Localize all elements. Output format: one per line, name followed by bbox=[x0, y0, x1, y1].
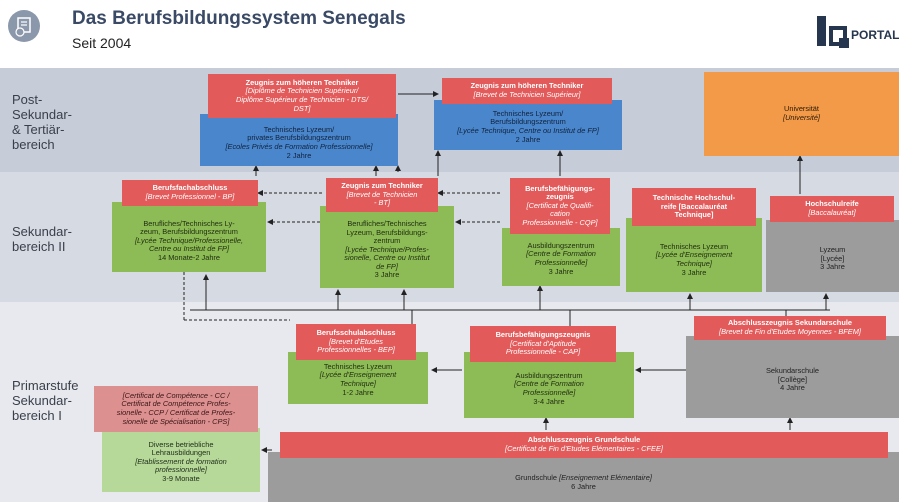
header: Das Berufsbildungssystem Senegals Seit 2… bbox=[0, 0, 899, 64]
box-grundschule: Grundschule [Enseignement Elémentaire] 6… bbox=[268, 452, 899, 502]
box-bep-lyzeum: Technisches Lyzeum [Lycée d'Enseignement… bbox=[288, 352, 428, 404]
page-title: Das Berufsbildungssystem Senegals bbox=[72, 8, 406, 29]
badge-cfee: Abschlusszeugnis Grundschule [Certificat… bbox=[280, 432, 888, 458]
bq-portal-logo: PORTAL bbox=[815, 14, 899, 50]
box-cap-zentrum: Ausbildungszentrum [Centre de Formation … bbox=[464, 352, 634, 418]
badge-cc-ccp-cps: [Certificat de Compétence - CC / Certifi… bbox=[94, 386, 258, 432]
level-label-sek2: Sekundar- bereich II bbox=[12, 224, 72, 254]
level-label-post: Post- Sekundar- & Tertiär- bereich bbox=[12, 92, 72, 152]
box-cqp-zentrum: Ausbildungszentrum [Centre de Formation … bbox=[502, 228, 620, 286]
box-privat-lyzeum: Technisches Lyzeum/ privates Berufsbildu… bbox=[200, 114, 398, 166]
box-bac-technique: Technisches Lyzeum [Lycée d'Enseignement… bbox=[626, 218, 762, 292]
page-subtitle: Seit 2004 bbox=[72, 35, 132, 51]
box-bt-lyzeum: Berufliches/Technisches Lyzeum, Berufsbi… bbox=[320, 206, 454, 288]
level-label-prim: Primarstufe Sekundar- bereich I bbox=[12, 378, 79, 423]
badge-bac: Hochschulreife [Baccalauréat] bbox=[770, 196, 894, 222]
box-bp-lyzeum: Berufliches/Technisches Ly- zeum, Berufs… bbox=[112, 202, 266, 272]
badge-bts: Zeugnis zum höheren Techniker [Brevet de… bbox=[442, 78, 612, 104]
box-lyzeum-fp: Technisches Lyzeum/ Berufsbildungszentru… bbox=[434, 100, 622, 150]
badge-bt: Zeugnis zum Techniker [Brevet de Technic… bbox=[326, 178, 438, 212]
badge-bep: Berufsschulabschluss [Brevet d'Etudes Pr… bbox=[296, 324, 416, 360]
badge-dts: Zeugnis zum höheren Techniker [Diplôme d… bbox=[208, 74, 396, 118]
badge-cap: Berufsbefähigungszeugnis [Certificat d'A… bbox=[470, 326, 616, 362]
box-lyzeum: Lyzeum [Lycée] 3 Jahre bbox=[766, 220, 899, 292]
badge-cqp: Berufsbefähigungs- zeugnis [Certificat d… bbox=[510, 178, 610, 234]
badge-bac-technique: Technische Hochschul- reife [Baccalauréa… bbox=[632, 188, 756, 226]
book-globe-icon bbox=[8, 10, 40, 42]
box-sekundarschule: Sekundarschule [Collège] 4 Jahre bbox=[686, 336, 899, 418]
box-betriebliche-lehrausbildung: Diverse betriebliche Lehrausbildungen [E… bbox=[102, 428, 260, 492]
badge-bp: Berufsfachabschluss [Brevet Professionne… bbox=[122, 180, 258, 206]
badge-bfem: Abschlusszeugnis Sekundarschule [Brevet … bbox=[694, 316, 886, 340]
logo-text: PORTAL bbox=[851, 28, 899, 42]
box-universitaet: Universität [Université] bbox=[704, 72, 899, 156]
